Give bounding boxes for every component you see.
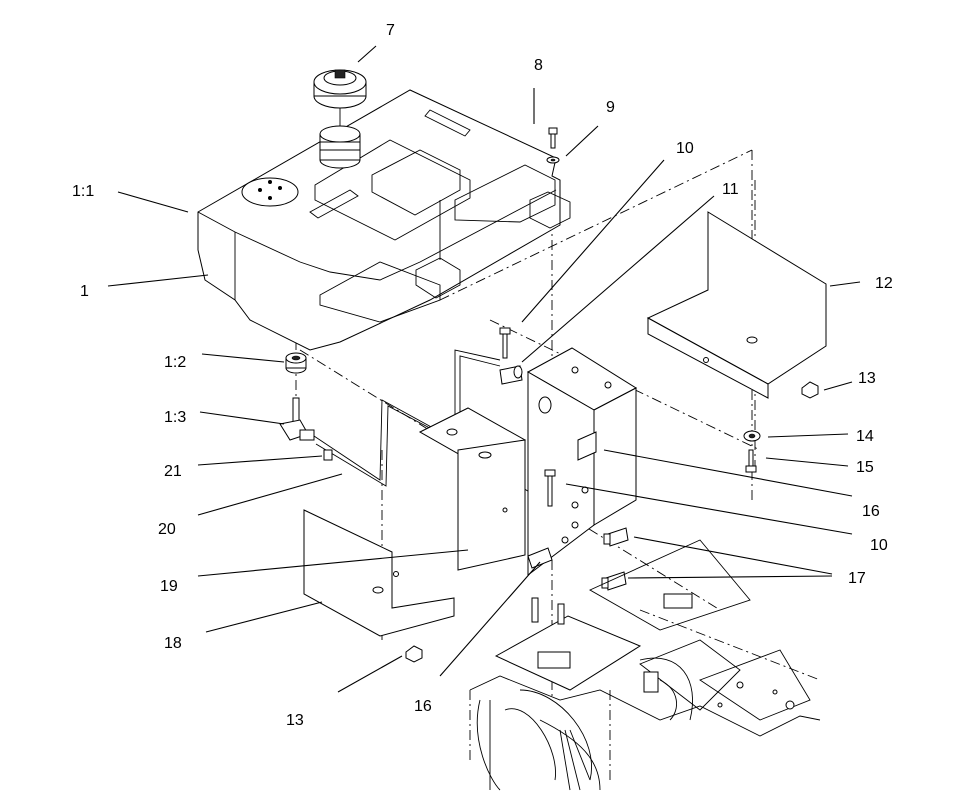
lower-side-panel (303, 509, 455, 637)
bolt-10-upper (499, 327, 511, 359)
callout-11: 11 (722, 181, 739, 198)
callout-8: 8 (534, 57, 543, 74)
callout-21: 21 (164, 463, 182, 480)
callout-16-upper: 16 (862, 503, 880, 520)
callout-15: 15 (856, 459, 874, 476)
clip-16-upper (577, 431, 597, 461)
callout-1-3: 1:3 (164, 409, 186, 426)
callout-labels: 7 8 9 10 11 1:1 12 1 1:2 13 1:3 14 15 21… (72, 22, 893, 729)
washer-14 (743, 430, 761, 442)
nut-13-upper (801, 381, 819, 399)
callout-1-1: 1:1 (72, 183, 94, 200)
bolt-17-upper (603, 527, 629, 547)
callout-13-lower: 13 (286, 712, 304, 729)
fuel-strainer (319, 125, 361, 169)
callout-7: 7 (386, 22, 395, 39)
callout-10-lower: 10 (870, 537, 888, 554)
bolt-10-lower (544, 469, 556, 507)
callout-14: 14 (856, 428, 874, 445)
callout-16-lower: 16 (414, 698, 432, 715)
nut-13-lower (405, 645, 423, 663)
callout-13-upper: 13 (858, 370, 876, 387)
hose-clamp (323, 449, 333, 461)
grommet (285, 352, 307, 374)
bolt-17-lower (601, 571, 627, 591)
fuel-cap (313, 69, 367, 128)
callout-12: 12 (875, 275, 893, 292)
callout-17: 17 (848, 570, 866, 587)
fuel-outlet-fitting (279, 397, 315, 441)
support-bracket (526, 347, 638, 577)
callout-1-2: 1:2 (164, 354, 186, 371)
fitting-11 (499, 365, 523, 385)
fuel-tank (197, 89, 571, 351)
frame (469, 539, 821, 791)
clip-16-lower (527, 547, 553, 569)
callout-1: 1 (80, 283, 89, 300)
callout-18: 18 (164, 635, 182, 652)
bolt-8 (548, 127, 558, 149)
callout-10-upper: 10 (676, 140, 694, 157)
washer-9 (546, 156, 560, 164)
callout-19: 19 (160, 578, 178, 595)
callout-20: 20 (158, 521, 176, 538)
leader-lines (107, 45, 861, 693)
callout-9: 9 (606, 99, 615, 116)
bolt-15 (745, 449, 757, 473)
side-panel (646, 211, 827, 399)
fuel-tank-bracket (418, 407, 527, 571)
